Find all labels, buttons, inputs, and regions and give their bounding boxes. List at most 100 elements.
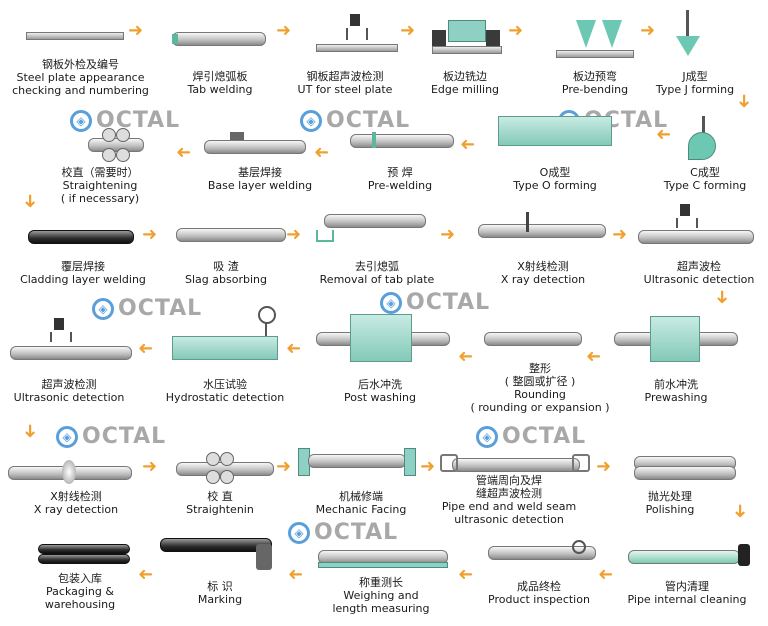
step-tab-welding: 焊引熄弧板 Tab welding [170, 70, 270, 96]
step-rounding: 整形 ( 整圆或扩径 ) Rounding ( rounding or expa… [460, 362, 620, 414]
polishing-illustration [634, 456, 738, 480]
step-cn-label: 板边铣边 [443, 70, 487, 83]
right-arrow-icon: ➜ [128, 20, 144, 41]
right-arrow-icon: ➜ [440, 224, 456, 245]
step-en-label: Packaging & [46, 585, 114, 598]
step-cn-label: 水压试验 [203, 378, 247, 391]
step-en-label: Weighing and [343, 589, 419, 602]
step-marking: 标 识 Marking [170, 580, 270, 606]
step-weighing-length-measuring: 称重测长 Weighing and length measuring [316, 576, 446, 615]
step-pre-bending: 板边预弯 Pre-bending [550, 70, 640, 96]
step-cn-label: 超声波检 [677, 260, 721, 273]
step-cn-label: 板边预弯 [573, 70, 617, 83]
right-arrow-icon: ➜ [640, 20, 656, 41]
step-steel-plate-checking: 钢板外检及编号 Steel plate appearance checking … [8, 58, 153, 97]
marking-illustration [160, 534, 284, 572]
step-en-label: Removal of tab plate [319, 273, 435, 286]
step-en-label: Post washing [344, 391, 416, 404]
mechanic-facing-illustration [298, 448, 416, 476]
step-pre-welding: 预 焊 Pre-welding [350, 166, 450, 192]
product-inspection-illustration [488, 540, 598, 564]
cladding-pipe-illustration [28, 228, 138, 244]
step-en-label: X ray detection [500, 273, 586, 286]
step-type-o-forming: O成型 Type O forming [500, 166, 610, 192]
ut-probe-illustration [316, 14, 400, 58]
down-arrow-icon: ➜ [729, 503, 751, 519]
step-cn-label: 机械修端 [339, 490, 383, 503]
down-arrow-icon: ➜ [711, 289, 733, 305]
octal-watermark: ◈ OCTAL [288, 520, 398, 545]
left-arrow-icon: ➜ [460, 134, 476, 155]
step-pipe-internal-cleaning: 管内清理 Pipe internal cleaning [614, 580, 760, 606]
step-en-label: Hydrostatic detection [165, 391, 285, 404]
step-mechanic-facing: 机械修端 Mechanic Facing [296, 490, 426, 516]
step-type-j-forming: J成型 Type J forming [640, 70, 750, 96]
step-cn-label: 超声波检测 [41, 378, 97, 391]
down-arrow-icon: ➜ [733, 93, 755, 109]
packaging-illustration [38, 544, 132, 568]
ultrasonic-probe-illustration [638, 204, 756, 248]
step-cn-label: 抛光处理 [648, 490, 692, 503]
step-en-label: Type C forming [663, 179, 747, 192]
octal-watermark: ◈ OCTAL [56, 424, 166, 449]
xray-pipe-illustration [478, 212, 608, 242]
step-en-label: Steel plate appearance [16, 71, 145, 84]
c-forming-illustration [684, 116, 724, 162]
step-cn-label: 覆层焊接 [61, 260, 105, 273]
hydrostatic-test-illustration [172, 306, 282, 362]
right-arrow-icon: ➜ [596, 456, 612, 477]
step-cn-label: 包装入库 [58, 572, 102, 585]
step-edge-milling: 板边铣边 Edge milling [420, 70, 510, 96]
tab-removal-illustration [312, 210, 432, 246]
slag-absorbing-illustration [176, 222, 288, 244]
right-arrow-icon: ➜ [276, 456, 292, 477]
step-type-c-forming: C成型 Type C forming [650, 166, 760, 192]
octal-logo-icon: ◈ [380, 291, 402, 314]
step-en-label: Rounding [514, 388, 566, 401]
down-arrow-icon: ➜ [19, 423, 41, 439]
step-cn-label: 吸 渣 [213, 260, 239, 273]
step-en-label: X ray detection [33, 503, 119, 516]
step-cn-label: 成品终检 [517, 580, 561, 593]
step-cn-label: 基层焊接 [238, 166, 282, 179]
weighing-illustration [318, 550, 452, 570]
step-cladding-layer-welding: 覆层焊接 Cladding layer welding [8, 260, 158, 286]
rounding-illustration [484, 326, 584, 350]
step-pipe-end-weld-seam-ut: 管端周向及焊 缝超声波检测 Pipe end and weld seam ult… [434, 474, 584, 526]
steel-plate-illustration [26, 28, 126, 44]
step-en-label: Pre-bending [561, 83, 629, 96]
step-cn-label: O成型 [539, 166, 571, 179]
step-en-label: ( if necessary) [60, 192, 140, 205]
step-en-label: Prewashing [644, 391, 708, 404]
step-ut-steel-plate: 钢板超声波检测 UT for steel plate [290, 70, 400, 96]
left-arrow-icon: ➜ [138, 338, 154, 359]
pre-bending-illustration [556, 20, 636, 60]
edge-milling-illustration [432, 20, 502, 54]
step-product-inspection: 成品终检 Product inspection [476, 580, 602, 606]
left-arrow-icon: ➜ [458, 564, 474, 585]
o-forming-illustration [498, 116, 618, 152]
octal-watermark: ◈ OCTAL [92, 296, 202, 321]
step-cn-label: 管端周向及焊 [476, 474, 542, 487]
step-cn-label: 后水冲洗 [358, 378, 402, 391]
ultrasonic-probe-illustration [10, 318, 134, 364]
j-forming-illustration [668, 10, 708, 58]
step-cn-label: C成型 [690, 166, 720, 179]
step-en-label: Mechanic Facing [315, 503, 407, 516]
step-ultrasonic-detection: 超声波检测 Ultrasonic detection [8, 378, 130, 404]
step-en-label: Ultrasonic detection [643, 273, 755, 286]
left-arrow-icon: ➜ [288, 564, 304, 585]
step-straightening: 校 直 Straightenin [170, 490, 270, 516]
tab-welding-illustration [172, 30, 272, 50]
step-x-ray-detection: X射线检测 X ray detection [8, 490, 144, 516]
step-packaging-warehousing: 包装入库 Packaging & warehousing [30, 572, 130, 611]
step-en-label: ( rounding or expansion ) [470, 401, 610, 414]
step-cn-label: 预 焊 [387, 166, 413, 179]
step-en-label: Pipe internal cleaning [627, 593, 747, 606]
step-cn-label: X射线检测 [517, 260, 569, 273]
step-post-washing: 后水冲洗 Post washing [330, 378, 430, 404]
post-washing-illustration [316, 314, 452, 362]
step-cn-label: 管内清理 [665, 580, 709, 593]
right-arrow-icon: ➜ [142, 224, 158, 245]
xray-pipe-illustration [8, 460, 134, 484]
